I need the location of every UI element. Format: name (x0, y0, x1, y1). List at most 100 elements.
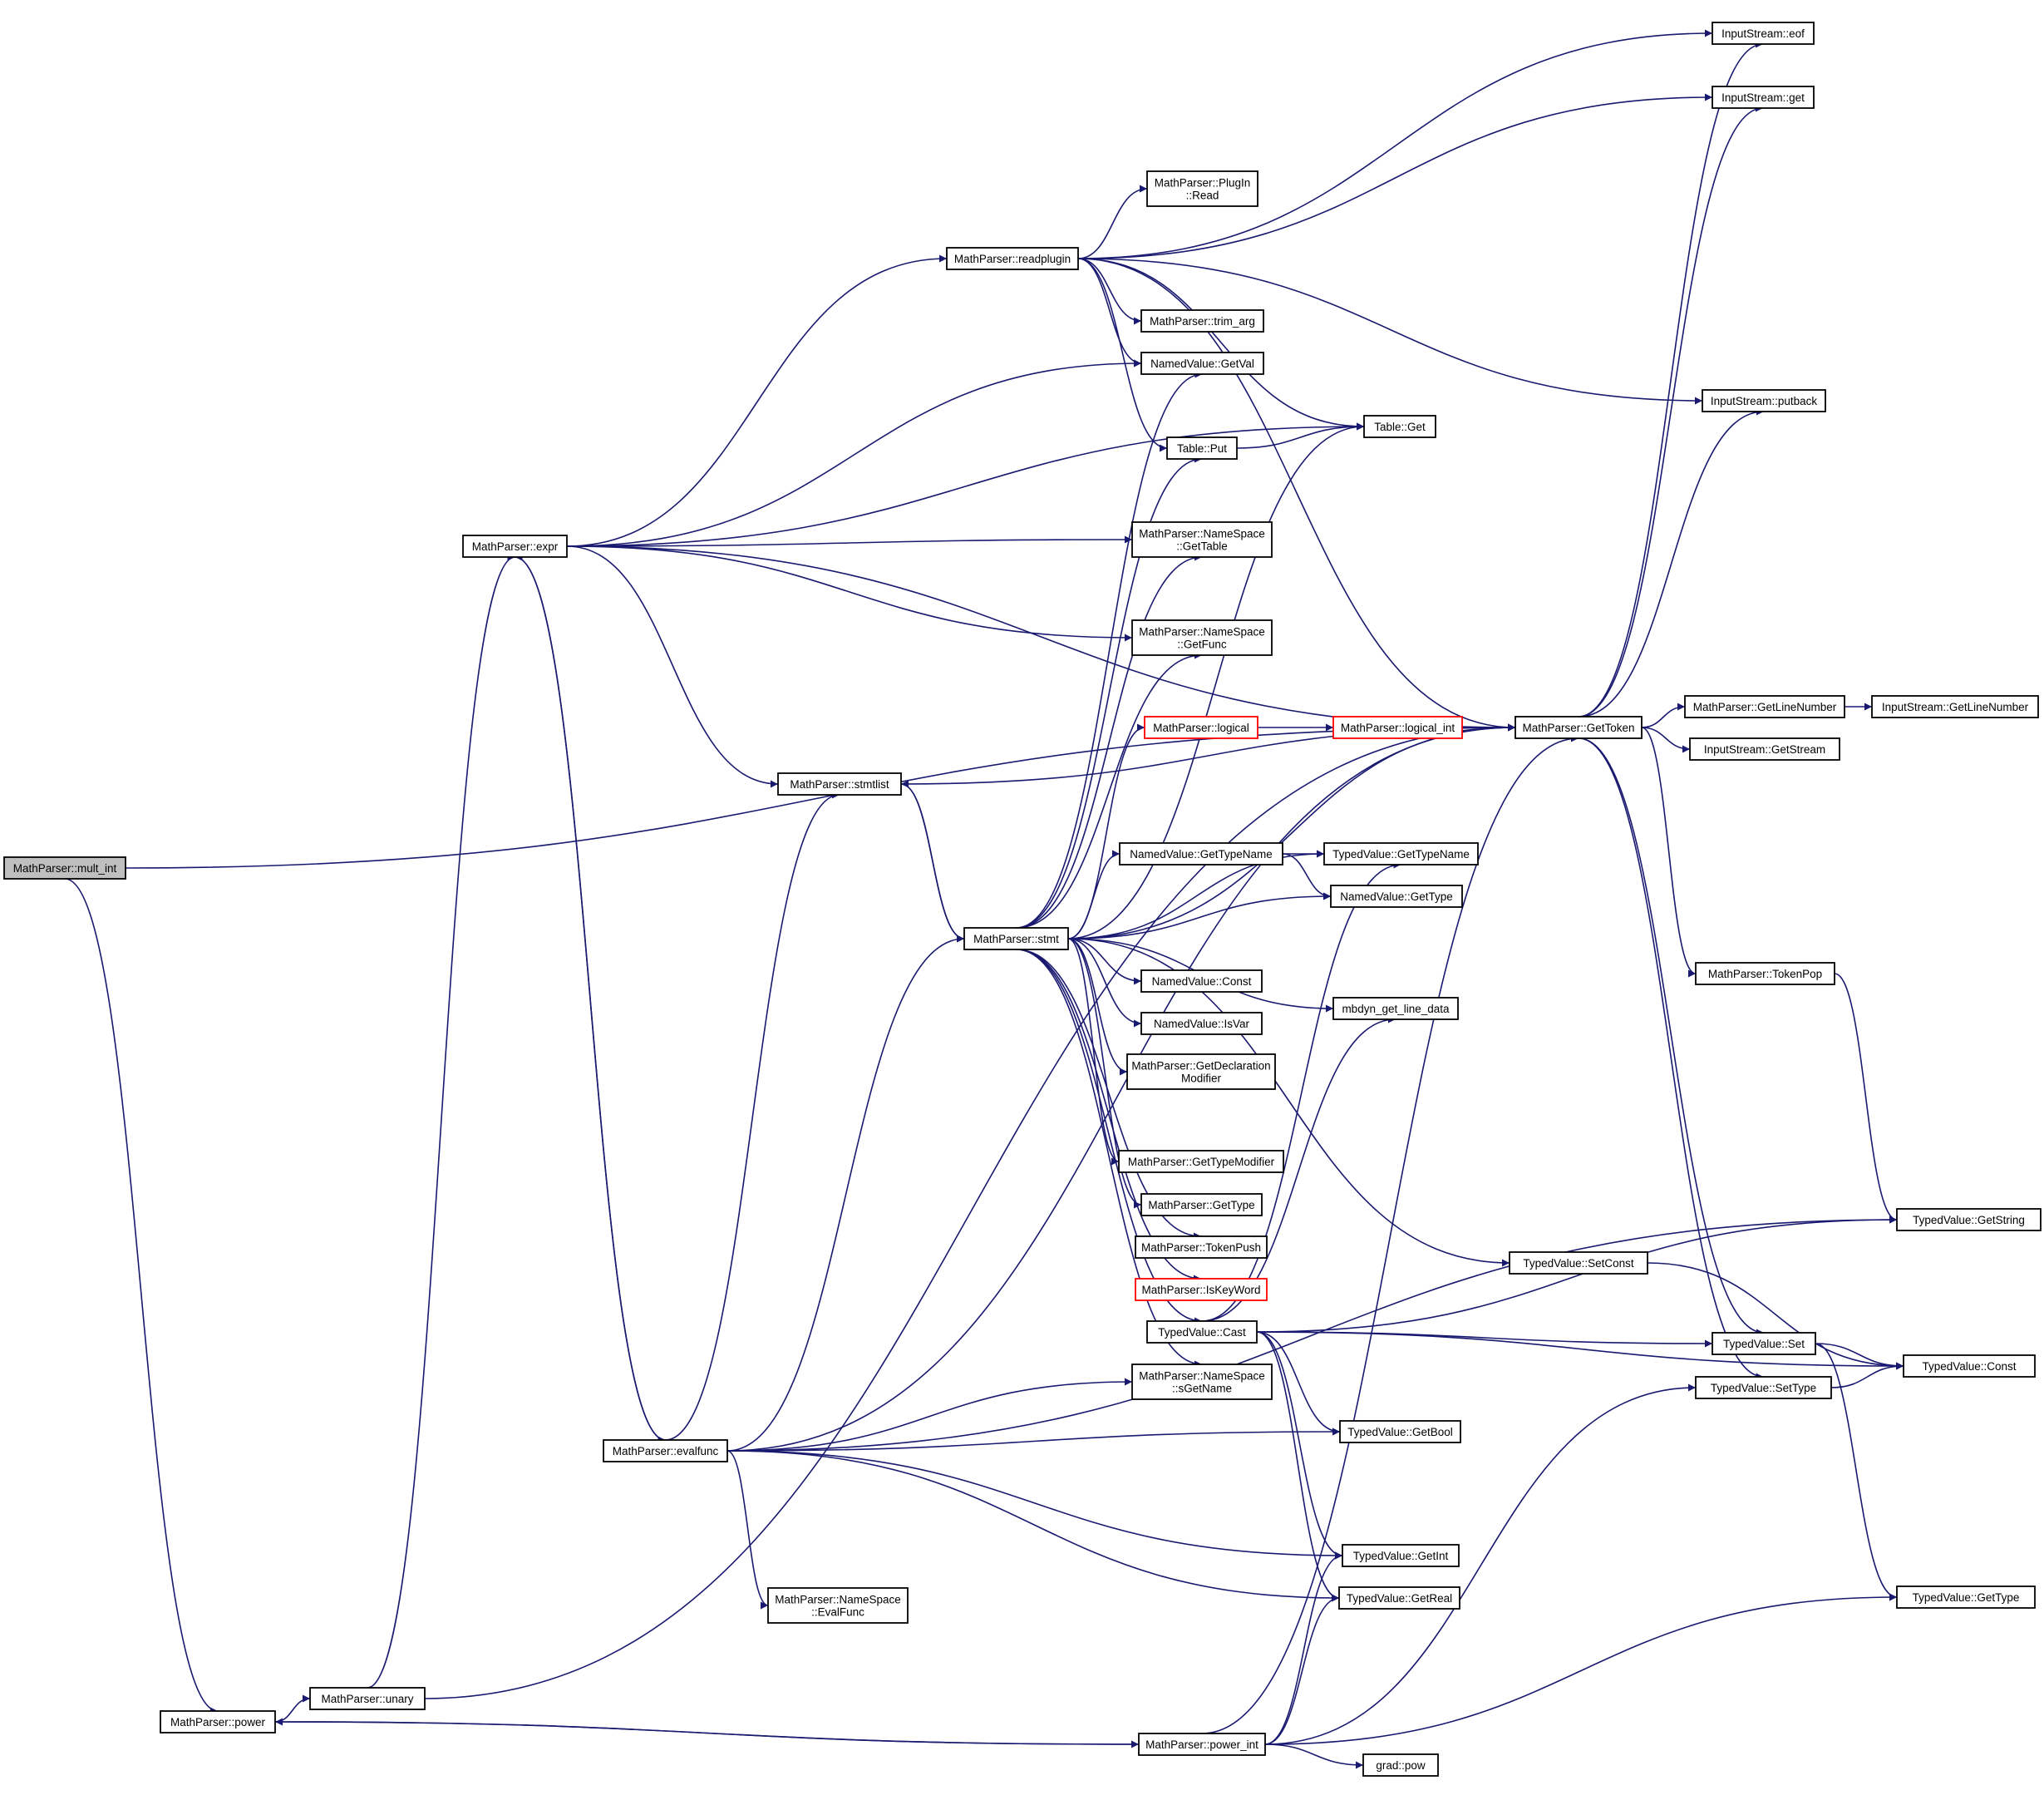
node-box-getval[interactable] (1140, 352, 1264, 375)
node-ns_evalfunc[interactable]: MathParser::NameSpace::EvalFunc (767, 1587, 909, 1624)
node-gettypemod[interactable]: MathParser::GetTypeModifier (1118, 1150, 1284, 1173)
node-box-logical[interactable] (1144, 716, 1258, 739)
node-box-tv_set[interactable] (1712, 1332, 1816, 1355)
node-box-stmt[interactable] (963, 927, 1069, 950)
node-tv_getstring[interactable]: TypedValue::GetString (1896, 1208, 2042, 1231)
node-box-nv_isvar[interactable] (1140, 1012, 1263, 1035)
node-tokenpush[interactable]: MathParser::TokenPush (1135, 1235, 1268, 1259)
node-expr[interactable]: MathParser::expr (462, 535, 568, 558)
node-ns_getfunc[interactable]: MathParser::NameSpace::GetFunc (1131, 619, 1273, 656)
node-box-plugin_read[interactable] (1146, 170, 1258, 207)
node-tokenpop[interactable]: MathParser::TokenPop (1695, 962, 1835, 985)
node-mbdyn_line[interactable]: mbdyn_get_line_data (1332, 997, 1459, 1020)
node-box-tv_gettypename[interactable] (1323, 842, 1479, 865)
node-box-tv_getreal[interactable] (1338, 1586, 1460, 1610)
node-box-is_eof[interactable] (1712, 22, 1815, 45)
node-is_getlinenumber[interactable]: InputStream::GetLineNumber (1871, 695, 2039, 718)
node-plugin_read[interactable]: MathParser::PlugIn::Read (1146, 170, 1258, 207)
node-box-is_putback[interactable] (1702, 389, 1826, 412)
node-tv_getreal[interactable]: TypedValue::GetReal (1338, 1586, 1460, 1610)
node-tv_const[interactable]: TypedValue::Const (1903, 1354, 2036, 1378)
node-tv_settype[interactable]: TypedValue::SetType (1695, 1376, 1832, 1399)
node-tv_cast[interactable]: TypedValue::Cast (1146, 1320, 1258, 1344)
node-box-getdeclmod[interactable] (1126, 1053, 1276, 1090)
node-box-tv_cast[interactable] (1146, 1320, 1258, 1344)
node-power[interactable]: MathParser::power (160, 1710, 276, 1733)
node-ns_gettable[interactable]: MathParser::NameSpace::GetTable (1131, 521, 1273, 558)
node-box-nv_gettypename[interactable] (1119, 842, 1283, 865)
node-box-grad_pow[interactable] (1362, 1753, 1439, 1777)
node-box-is_getlinenumber[interactable] (1871, 695, 2039, 718)
node-mult_int[interactable]: MathParser::mult_int (3, 856, 126, 880)
node-box-expr[interactable] (462, 535, 568, 558)
node-mp_gettype[interactable]: MathParser::GetType (1140, 1193, 1263, 1216)
node-is_eof[interactable]: InputStream::eof (1712, 22, 1815, 45)
node-box-tokenpush[interactable] (1135, 1235, 1268, 1259)
node-nv_gettype[interactable]: NamedValue::GetType (1330, 885, 1463, 908)
node-box-mbdyn_line[interactable] (1332, 997, 1459, 1020)
node-tv_gettype[interactable]: TypedValue::GetType (1896, 1585, 2036, 1609)
node-getlinenumber[interactable]: MathParser::GetLineNumber (1684, 695, 1845, 718)
node-gettoken[interactable]: MathParser::GetToken (1515, 716, 1643, 739)
node-tv_getint[interactable]: TypedValue::GetInt (1342, 1544, 1460, 1567)
node-box-nv_const[interactable] (1140, 969, 1263, 993)
node-logical_int[interactable]: MathParser::logical_int (1332, 716, 1463, 739)
node-box-tv_getstring[interactable] (1896, 1208, 2042, 1231)
node-nv_const[interactable]: NamedValue::Const (1140, 969, 1263, 993)
node-box-tv_const[interactable] (1903, 1354, 2036, 1378)
node-box-iskeyword[interactable] (1135, 1278, 1268, 1301)
node-box-table_put[interactable] (1166, 436, 1238, 460)
node-box-is_get[interactable] (1712, 86, 1815, 109)
node-evalfunc[interactable]: MathParser::evalfunc (603, 1439, 728, 1462)
node-box-trim_arg[interactable] (1140, 309, 1264, 333)
node-box-power[interactable] (160, 1710, 276, 1733)
node-box-tokenpop[interactable] (1695, 962, 1835, 985)
node-box-is_getstream[interactable] (1689, 737, 1840, 761)
node-readplugin[interactable]: MathParser::readplugin (946, 247, 1079, 270)
node-box-ns_getfunc[interactable] (1131, 619, 1273, 656)
node-box-tv_getbool[interactable] (1339, 1420, 1461, 1443)
node-table_put[interactable]: Table::Put (1166, 436, 1238, 460)
node-unary[interactable]: MathParser::unary (309, 1687, 426, 1710)
node-box-logical_int[interactable] (1332, 716, 1463, 739)
node-box-tv_settype[interactable] (1695, 1376, 1832, 1399)
node-stmtlist[interactable]: MathParser::stmtlist (777, 772, 902, 796)
node-trim_arg[interactable]: MathParser::trim_arg (1140, 309, 1264, 333)
node-box-readplugin[interactable] (946, 247, 1079, 270)
node-box-tv_getint[interactable] (1342, 1544, 1460, 1567)
node-box-getlinenumber[interactable] (1684, 695, 1845, 718)
node-iskeyword[interactable]: MathParser::IsKeyWord (1135, 1278, 1268, 1301)
node-getval[interactable]: NamedValue::GetVal (1140, 352, 1264, 375)
node-grad_pow[interactable]: grad::pow (1362, 1753, 1439, 1777)
node-nv_gettypename[interactable]: NamedValue::GetTypeName (1119, 842, 1283, 865)
node-is_get[interactable]: InputStream::get (1712, 86, 1815, 109)
node-is_getstream[interactable]: InputStream::GetStream (1689, 737, 1840, 761)
node-tv_getbool[interactable]: TypedValue::GetBool (1339, 1420, 1461, 1443)
node-is_putback[interactable]: InputStream::putback (1702, 389, 1826, 412)
node-table_get[interactable]: Table::Get (1363, 415, 1436, 438)
node-tv_setconst[interactable]: TypedValue::SetConst (1509, 1251, 1648, 1275)
node-tv_gettypename[interactable]: TypedValue::GetTypeName (1323, 842, 1479, 865)
node-tv_set[interactable]: TypedValue::Set (1712, 1332, 1816, 1355)
node-stmt[interactable]: MathParser::stmt (963, 927, 1069, 950)
node-logical[interactable]: MathParser::logical (1144, 716, 1258, 739)
node-box-table_get[interactable] (1363, 415, 1436, 438)
node-nv_isvar[interactable]: NamedValue::IsVar (1140, 1012, 1263, 1035)
node-ns_sgetname[interactable]: MathParser::NameSpace::sGetName (1131, 1364, 1273, 1400)
node-power_int[interactable]: MathParser::power_int (1138, 1733, 1266, 1756)
node-box-ns_sgetname[interactable] (1131, 1364, 1273, 1400)
node-box-gettypemod[interactable] (1118, 1150, 1284, 1173)
node-box-ns_gettable[interactable] (1131, 521, 1273, 558)
node-box-evalfunc[interactable] (603, 1439, 728, 1462)
node-box-mp_gettype[interactable] (1140, 1193, 1263, 1216)
node-box-mult_int[interactable] (3, 856, 126, 880)
node-box-unary[interactable] (309, 1687, 426, 1710)
node-box-ns_evalfunc[interactable] (767, 1587, 909, 1624)
node-box-nv_gettype[interactable] (1330, 885, 1463, 908)
node-box-gettoken[interactable] (1515, 716, 1643, 739)
node-box-tv_setconst[interactable] (1509, 1251, 1648, 1275)
node-box-tv_gettype[interactable] (1896, 1585, 2036, 1609)
node-box-power_int[interactable] (1138, 1733, 1266, 1756)
node-box-stmtlist[interactable] (777, 772, 902, 796)
